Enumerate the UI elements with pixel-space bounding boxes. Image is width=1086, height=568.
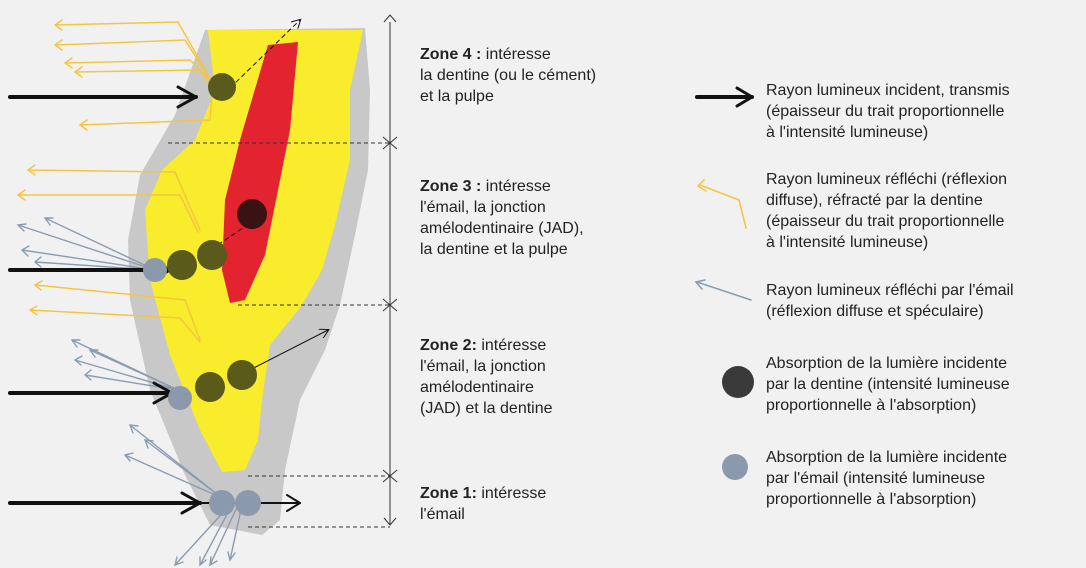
dentin-absorption-dot [197, 240, 227, 270]
zone-line: intéresse [476, 337, 547, 354]
legend-line: Rayon lumineux incident, transmis [766, 82, 1010, 99]
zone-line: la dentine (ou le cément) [420, 67, 597, 84]
dentin-absorption-dot [227, 360, 257, 390]
legend-line: à l'intensité lumineuse) [766, 234, 929, 251]
legend-line: proportionnelle à l'absorption) [766, 491, 977, 508]
legend-line: (épaisseur du trait proportionnelle [766, 213, 1005, 230]
legend-line: Rayon lumineux réfléchi par l'émail [766, 282, 1014, 299]
legend-line: par l'émail (intensité lumineuse [766, 470, 986, 487]
zone-title: Zone 2: [420, 337, 477, 354]
zone-line: intéresse [481, 178, 551, 195]
enamel-absorption-dot [235, 490, 261, 516]
zone-line: intéresse [476, 485, 547, 502]
legend-line: (réflexion diffuse et spéculaire) [766, 303, 984, 320]
pulp-absorption-dot [237, 199, 267, 229]
legend-incident-ray: Rayon lumineux incident, transmis (épais… [766, 80, 1010, 143]
zone-dividers [168, 14, 398, 528]
zone-line: l'émail, la jonction [420, 358, 546, 375]
zone-3-label: Zone 3 : intéresse l'émail, la jonction … [420, 176, 584, 260]
zone-2-label: Zone 2: intéresse l'émail, la jonction a… [420, 335, 553, 419]
legend-line: proportionnelle à l'absorption) [766, 397, 977, 414]
black-arrow-icon [695, 86, 754, 108]
legend-line: par la dentine (intensité lumineuse [766, 376, 1010, 393]
yellow-refracted-ray-icon [696, 179, 747, 229]
zone-line: et la pulpe [420, 88, 494, 105]
zone-4-label: Zone 4 : intéresse la dentine (ou le cém… [420, 44, 596, 107]
zone-line: (JAD) et la dentine [420, 400, 553, 417]
legend-line: diffuse), réfracté par la dentine [766, 192, 983, 209]
zone-line: la dentine et la pulpe [420, 241, 568, 258]
dentin-absorption-dot [208, 73, 236, 101]
pulp-shape [222, 42, 298, 303]
enamel-absorption-dot [168, 386, 192, 410]
zone-line: intéresse [481, 46, 551, 63]
legend-line: à l'intensité lumineuse) [766, 124, 929, 141]
enamel-absorption-dot [209, 490, 235, 516]
dentin-absorption-dot [195, 372, 225, 402]
dark-dot-icon [722, 366, 754, 398]
legend-icons [694, 86, 754, 480]
gray-dot-icon [722, 454, 748, 480]
enamel-absorption-dot [143, 258, 167, 282]
yellow-refracted-rays [16, 19, 213, 343]
zone-line: l'émail, la jonction [420, 199, 546, 216]
zone-line: amélodentinaire (JAD), [420, 220, 584, 237]
legend-refracted-ray: Rayon lumineux réfléchi (réflexion diffu… [766, 169, 1007, 253]
zone-line: amélodentinaire [420, 379, 534, 396]
legend-line: Rayon lumineux réfléchi (réflexion [766, 171, 1007, 188]
dentin-absorption-dot [167, 250, 197, 280]
legend-line: (épaisseur du trait proportionnelle [766, 103, 1005, 120]
legend-enamel-reflected-ray: Rayon lumineux réfléchi par l'émail (réf… [766, 280, 1014, 322]
zone-line: l'émail [420, 506, 465, 523]
legend-line: Absorption de la lumière incidente [766, 449, 1008, 466]
zone-title: Zone 1: [420, 485, 477, 502]
zone-title: Zone 3 : [420, 178, 482, 195]
blue-reflected-rays [16, 217, 243, 567]
zone-1-label: Zone 1: intéresse l'émail [420, 483, 546, 525]
blue-reflected-ray-icon [694, 279, 752, 301]
absorption-dots [143, 73, 267, 516]
zone-title: Zone 4 : [420, 46, 482, 63]
legend-enamel-absorption: Absorption de la lumière incidente par l… [766, 447, 1007, 510]
legend-line: Absorption de la lumière incidente [766, 355, 1008, 372]
legend-dentin-absorption: Absorption de la lumière incidente par l… [766, 353, 1010, 416]
